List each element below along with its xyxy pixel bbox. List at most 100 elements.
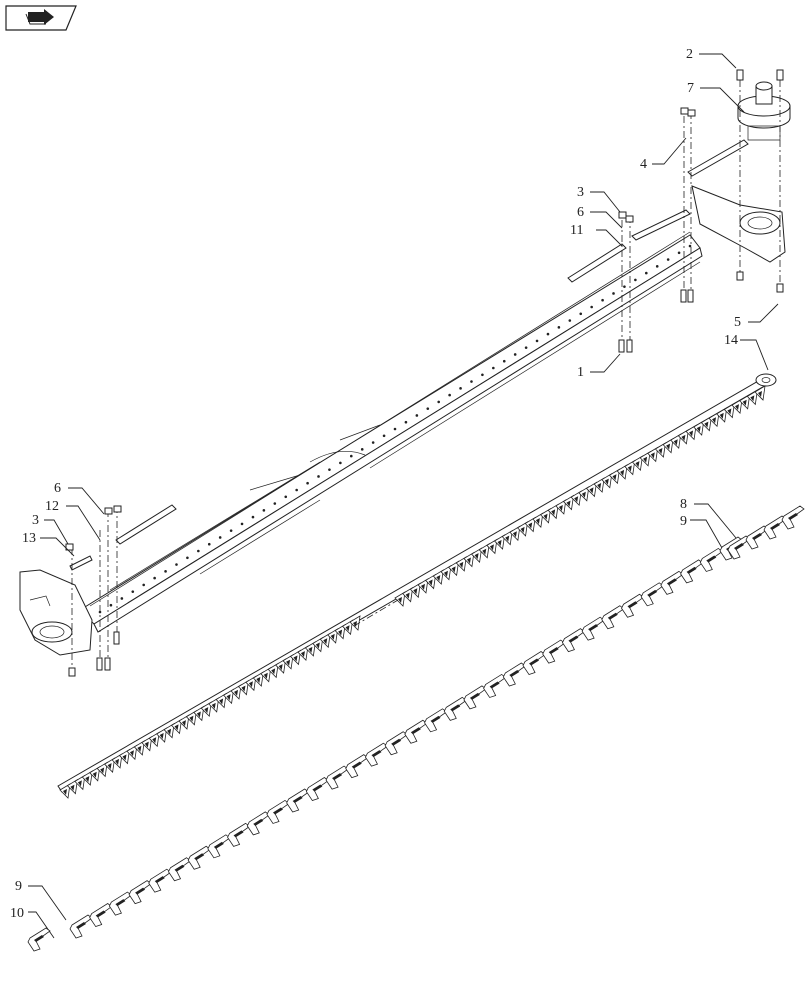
callout-labels: 2 7 4 3 6 11 5 14 1 6 12 3 13 8 9 9 10 — [10, 47, 741, 921]
knife-section-rivet — [241, 685, 246, 692]
knife-guard — [522, 651, 546, 676]
knife-guard — [128, 880, 152, 905]
knife-guard — [148, 868, 172, 893]
beam-hole — [229, 529, 233, 532]
callout-12: 12 — [45, 499, 59, 514]
knife-guard — [305, 777, 330, 802]
beam-hole — [644, 271, 648, 275]
beam-hole — [677, 251, 681, 255]
knife-guard — [699, 547, 723, 572]
beam-hole — [120, 597, 124, 600]
knife-guard-slot — [115, 899, 126, 907]
knife-guard-slot — [509, 670, 520, 677]
knife-guard — [581, 616, 605, 641]
beam-hole — [339, 461, 342, 465]
knife-section-rivet — [129, 750, 134, 757]
knife-section-rivet — [620, 469, 625, 476]
beam-hole — [459, 387, 462, 390]
callout-3: 3 — [577, 185, 584, 200]
bolts-and-nuts — [65, 69, 784, 677]
knife-section-rivet — [704, 421, 709, 428]
knife-section-rivet — [234, 689, 239, 696]
knife-section-rivet — [443, 570, 448, 577]
knife-guard-slot — [34, 935, 44, 942]
knife-section-rivet — [551, 509, 556, 516]
beam-hole — [371, 441, 375, 444]
knife-section-rivet — [566, 500, 571, 507]
knife-guard — [27, 927, 51, 952]
knife-section-rivet — [505, 535, 510, 542]
beam-hole — [175, 563, 178, 566]
knife-section-rivet — [581, 491, 586, 498]
knife-section-rivet — [315, 642, 320, 649]
knife-guard-slot — [371, 750, 382, 758]
beam-hole — [481, 373, 484, 377]
knife-section-rivet — [271, 668, 276, 675]
knife-section-rivet — [85, 776, 90, 783]
knife-section-rivet — [451, 566, 456, 573]
cutter-bar-beam — [79, 231, 703, 633]
beam-hole — [513, 353, 517, 356]
beam-hole — [164, 570, 167, 573]
knife-guard — [227, 822, 251, 847]
beam-hole — [197, 549, 200, 553]
knife-guard — [621, 593, 645, 618]
knife-section-rivet — [543, 513, 548, 520]
knife-guard-slot — [686, 566, 697, 574]
beam-hole — [634, 278, 637, 282]
knife-section-rivet — [300, 651, 305, 658]
knife-guard — [781, 505, 805, 530]
knife-section-rivet — [742, 399, 747, 406]
beam-hole — [142, 583, 146, 587]
knife-guard-slot — [272, 807, 283, 815]
beam-hole — [262, 509, 266, 512]
beam-hole — [601, 298, 604, 302]
knife-section-rivet — [673, 439, 678, 446]
knife-guard — [345, 754, 369, 779]
knife-section-rivet — [196, 711, 201, 718]
knife-guard — [207, 834, 231, 859]
beam-hole — [295, 488, 298, 492]
knife-guard-slot — [233, 830, 244, 838]
beam-hole — [284, 495, 288, 499]
beam-hole — [404, 420, 408, 424]
knife-guards — [69, 536, 743, 939]
knife-guard-slot — [76, 922, 86, 929]
knife-guard — [763, 515, 787, 540]
knife-section-rivet — [211, 702, 216, 709]
knife-section-rivet — [666, 443, 671, 450]
beam-hole — [579, 312, 583, 316]
knife-section-rivet — [604, 478, 609, 485]
knife-section-rivet — [181, 720, 186, 727]
beam-hole — [393, 427, 397, 431]
beam-hole — [666, 258, 670, 261]
knife-guard-slot — [95, 910, 106, 918]
beam-hole — [317, 475, 320, 478]
knife-section-rivet — [635, 461, 640, 468]
knife-section-rivet — [750, 395, 755, 402]
knife-section-rivet — [226, 694, 231, 701]
knife-section-rivet — [712, 417, 717, 424]
knife-guard-slot — [706, 555, 717, 563]
callout-2: 2 — [686, 47, 693, 62]
beam-hole — [448, 393, 451, 397]
loose-guards — [27, 505, 805, 952]
knife-section-rivet — [558, 504, 563, 511]
beam-hole — [186, 556, 189, 560]
knife-section-rivet — [152, 737, 157, 744]
knife-section-rivet — [719, 412, 724, 419]
knife-section-rivet — [474, 553, 479, 560]
beam-hole — [109, 603, 113, 607]
knife-section-rivet — [696, 426, 701, 433]
knife-section-rivet — [92, 771, 97, 778]
knife-section-rivet — [436, 575, 441, 582]
break-line — [353, 599, 399, 627]
beam-hole — [306, 481, 309, 485]
beam-hole — [153, 576, 156, 580]
knife-section-rivet — [330, 633, 335, 640]
knife-guard-slot — [213, 841, 224, 849]
knife-guard-slot — [588, 624, 599, 632]
knife-guard-slot — [194, 853, 205, 861]
bookmark-arrow-icon[interactable] — [5, 5, 77, 31]
